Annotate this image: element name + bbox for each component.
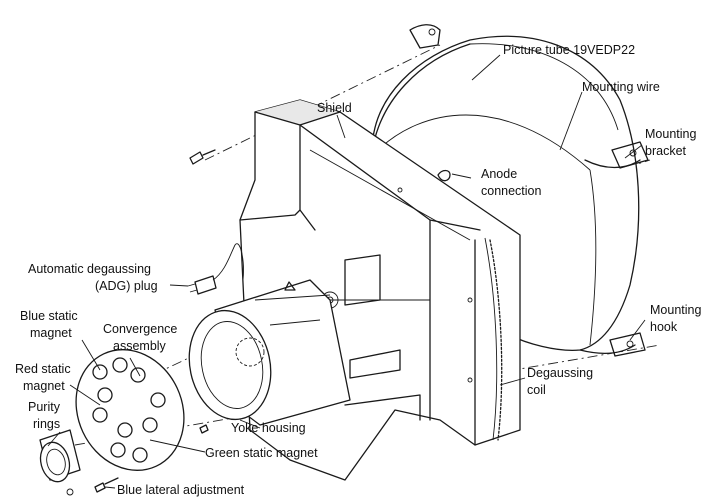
yoke-housing bbox=[188, 279, 351, 426]
picture-tube bbox=[371, 24, 649, 357]
label-red-static-line2: magnet bbox=[23, 379, 65, 393]
label-purity-line1: Purity bbox=[28, 400, 61, 414]
purity-rings bbox=[39, 429, 81, 496]
label-degaussing-line2: coil bbox=[527, 383, 546, 397]
label-degaussing-line1: Degaussing bbox=[527, 366, 593, 380]
label-mounting-hook-line2: hook bbox=[650, 320, 678, 334]
label-mounting-wire: Mounting wire bbox=[582, 80, 660, 94]
adg-plug bbox=[187, 243, 244, 295]
label-mounting-bracket-line2: bracket bbox=[645, 144, 687, 158]
label-purity-line2: rings bbox=[33, 417, 60, 431]
degaussing-coil bbox=[484, 237, 503, 441]
label-convergence-line1: Convergence bbox=[103, 322, 177, 336]
label-picture-tube: Picture tube 19VEDP22 bbox=[503, 43, 635, 57]
label-yoke-housing: Yoke housing bbox=[231, 421, 306, 435]
label-convergence-line2: assembly bbox=[113, 339, 167, 353]
label-red-static-line1: Red static bbox=[15, 362, 71, 376]
screws bbox=[94, 149, 216, 493]
label-anode-line2: connection bbox=[481, 184, 542, 198]
label-anode-line1: Anode bbox=[481, 167, 517, 181]
label-blue-static-line2: magnet bbox=[30, 326, 72, 340]
labels: Picture tube 19VEDP22 Mounting wire Moun… bbox=[15, 43, 701, 497]
label-mounting-bracket-line1: Mounting bbox=[645, 127, 696, 141]
convergence-assembly bbox=[75, 349, 185, 471]
label-adg-line2: (ADG) plug bbox=[95, 279, 158, 293]
label-shield: Shield bbox=[317, 101, 352, 115]
leader-lines bbox=[47, 54, 646, 489]
label-adg-line1: Automatic degaussing bbox=[28, 262, 151, 276]
label-blue-static-line1: Blue static bbox=[20, 309, 78, 323]
label-green-static: Green static magnet bbox=[205, 446, 318, 460]
label-blue-lateral: Blue lateral adjustment bbox=[117, 483, 245, 497]
label-mounting-hook-line1: Mounting bbox=[650, 303, 701, 317]
